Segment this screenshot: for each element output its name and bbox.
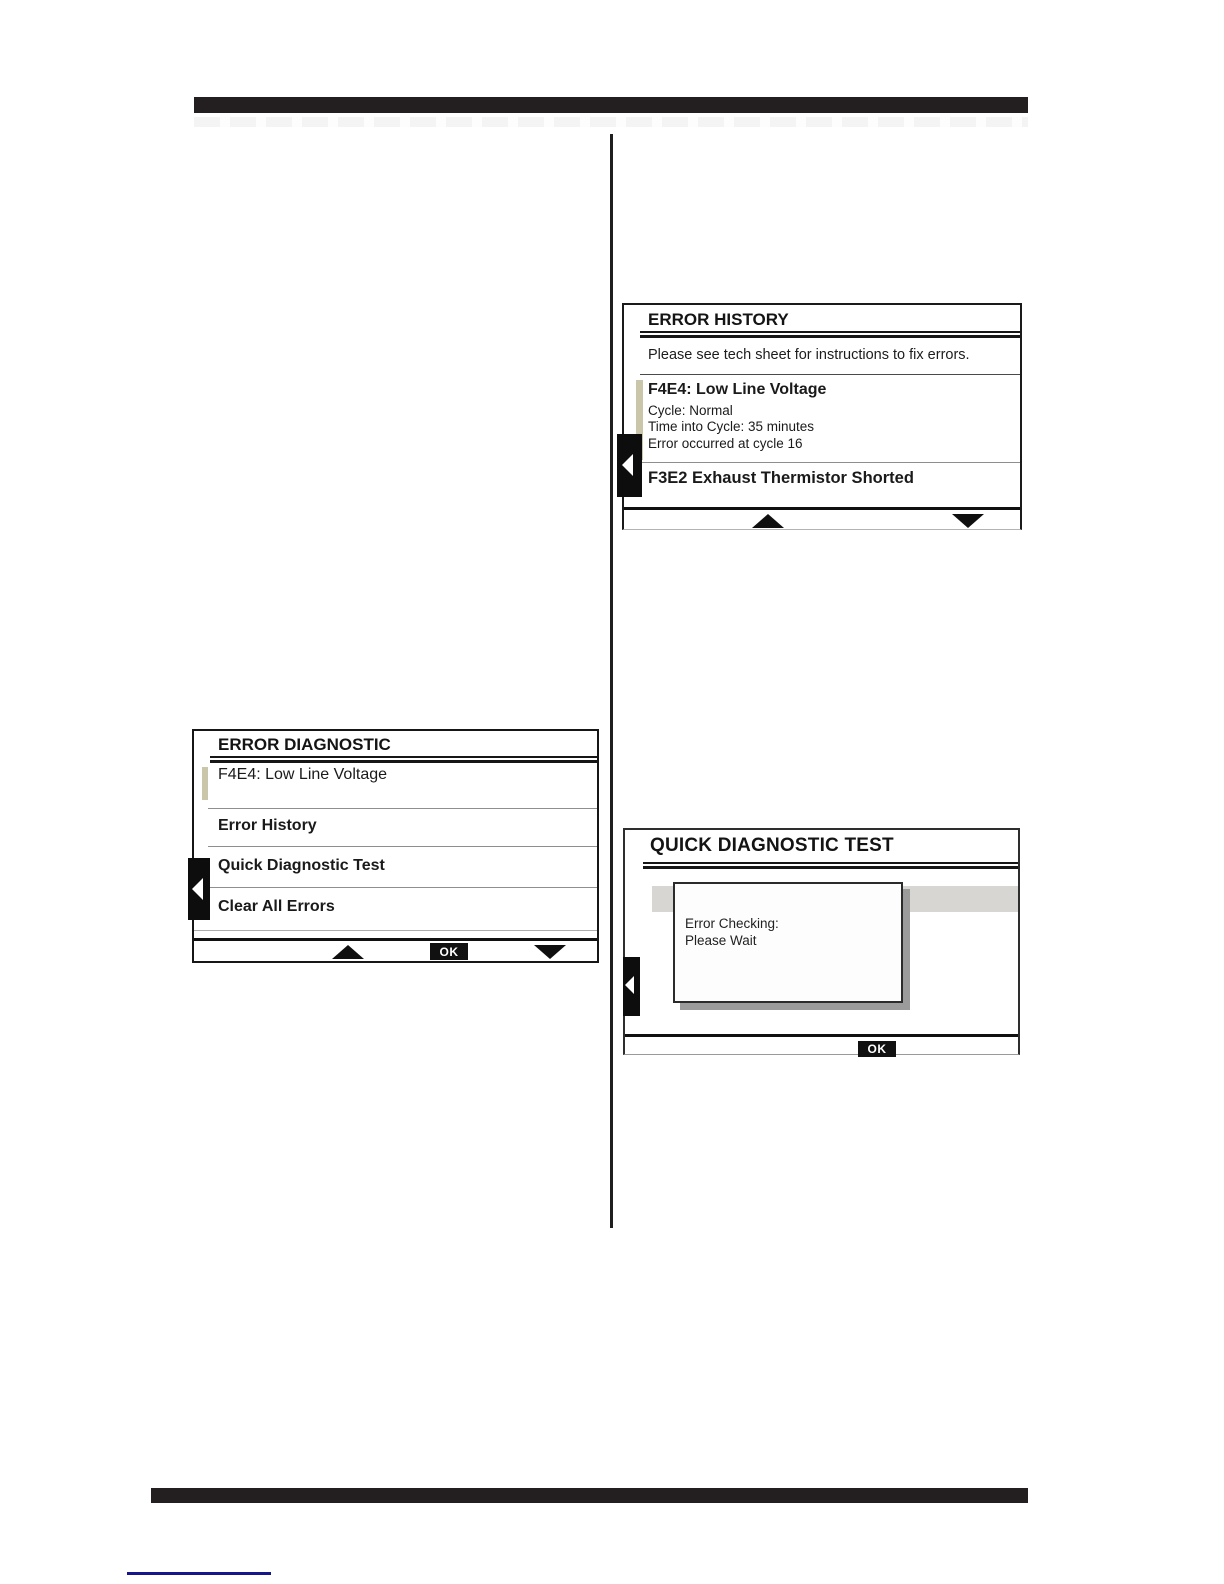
menu-item-error-history[interactable]: Error History [218, 817, 317, 834]
back-tab-button[interactable] [617, 434, 642, 497]
back-tab-button[interactable] [188, 858, 210, 920]
scroll-down-arrow-icon[interactable] [534, 945, 566, 959]
divider-line [194, 930, 597, 931]
error-checking-dialog: Error Checking: Please Wait [673, 882, 903, 1003]
menu-item-clear-all-errors[interactable]: Clear All Errors [218, 898, 335, 915]
back-arrow-icon [625, 976, 634, 994]
scroll-down-arrow-icon[interactable] [952, 514, 984, 528]
footer-divider-line [624, 507, 1020, 510]
error-code-f4e4: F4E4: Low Line Voltage [648, 381, 827, 398]
figure-error-diagnostic-screen: ERROR DIAGNOSTIC F4E4: Low Line Voltage … [188, 729, 599, 963]
ok-button[interactable]: OK [858, 1041, 896, 1057]
ok-button[interactable]: OK [430, 943, 468, 960]
divider-line [640, 462, 1020, 463]
scroll-up-arrow-icon[interactable] [752, 514, 784, 528]
menu-item-quick-diagnostic-test[interactable]: Quick Diagnostic Test [218, 857, 385, 874]
quick-diagnostic-test-title: QUICK DIAGNOSTIC TEST [650, 835, 894, 856]
error-diagnostic-title: ERROR DIAGNOSTIC [218, 735, 391, 754]
title-underline [640, 331, 1020, 338]
error-time-detail: Time into Cycle: 35 minutes [648, 419, 815, 434]
selected-error-accent-bar [636, 380, 643, 460]
divider-line [208, 808, 597, 809]
column-divider [610, 134, 613, 1228]
dialog-message-line2: Please Wait [685, 933, 757, 948]
back-tab-button[interactable] [623, 957, 640, 1016]
page-header-rule [194, 97, 1028, 113]
error-cycle-detail: Cycle: Normal [648, 403, 733, 418]
faded-header-print [194, 117, 1028, 127]
divider-line [640, 374, 1020, 375]
figure-error-history-screen: ERROR HISTORY Please see tech sheet for … [617, 303, 1022, 530]
scroll-up-arrow-icon[interactable] [332, 945, 364, 959]
error-history-title: ERROR HISTORY [648, 310, 789, 329]
dialog-message-line1: Error Checking: [685, 916, 779, 931]
footer-divider-line [625, 1034, 1018, 1037]
error-code-f3e2: F3E2 Exhaust Thermistor Shorted [648, 469, 914, 487]
error-history-instruction: Please see tech sheet for instructions t… [648, 347, 970, 363]
back-arrow-icon [192, 878, 203, 900]
back-arrow-icon [622, 454, 633, 476]
footer-divider-line [194, 938, 597, 941]
footer-link-underline[interactable] [127, 1572, 271, 1575]
title-underline [643, 862, 1018, 869]
page-footer-rule [151, 1488, 1028, 1503]
divider-line [208, 887, 597, 888]
error-occurred-detail: Error occurred at cycle 16 [648, 436, 803, 451]
title-underline [210, 756, 597, 763]
selected-item-accent-bar [202, 767, 208, 800]
divider-line [208, 846, 597, 847]
menu-item-f4e4-low-line-voltage[interactable]: F4E4: Low Line Voltage [218, 766, 388, 783]
figure-quick-diagnostic-test-screen: QUICK DIAGNOSTIC TEST Error Checking: Pl… [623, 828, 1020, 1057]
